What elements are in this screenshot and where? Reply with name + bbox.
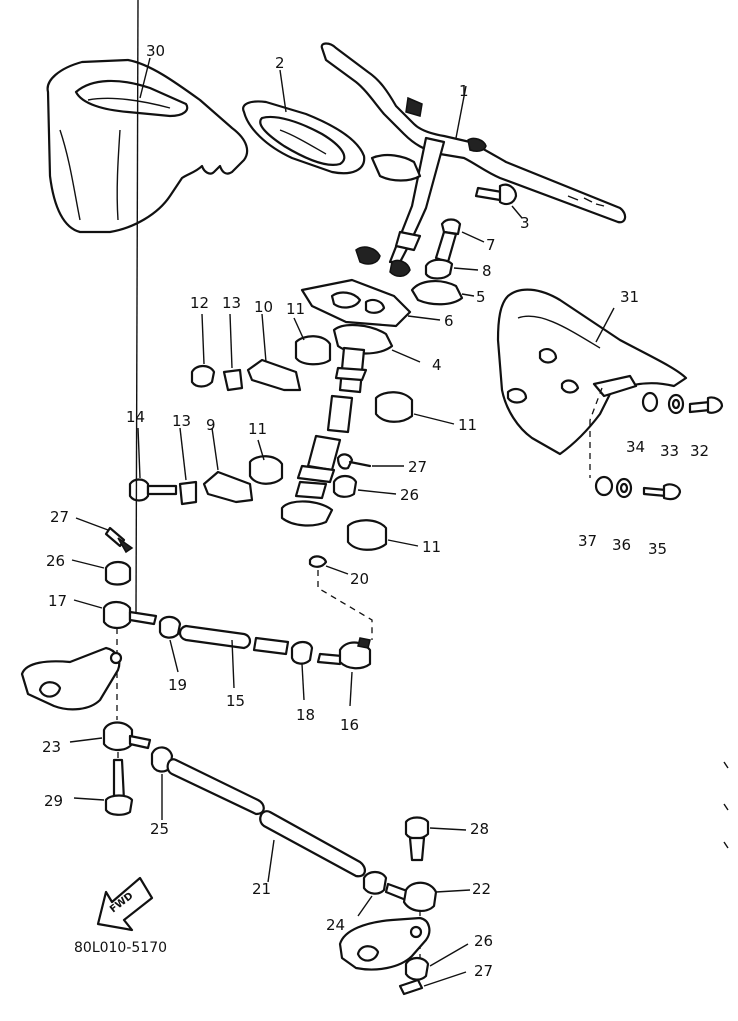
part-1-handlebar xyxy=(320,42,627,277)
part-33-washer xyxy=(667,393,685,415)
callout-26a: 26 xyxy=(400,486,419,504)
callout-22: 22 xyxy=(472,880,491,898)
dash-line-31 xyxy=(589,387,603,421)
callout-10: 10 xyxy=(254,298,273,316)
part-19-nut xyxy=(158,615,182,673)
part-29-bolt xyxy=(73,758,134,816)
callout-24: 24 xyxy=(326,916,345,934)
callout-29: 29 xyxy=(44,792,63,810)
part-26-nut-left xyxy=(71,559,132,586)
part-28-bolt xyxy=(404,816,467,862)
part-10-clip xyxy=(246,313,302,392)
callout-26c: 26 xyxy=(474,932,493,950)
part-20-grommet xyxy=(308,555,349,575)
callout-23: 23 xyxy=(42,738,61,756)
part-26-nut-middle xyxy=(332,474,397,498)
callout-15: 15 xyxy=(226,692,245,710)
part-9-clip xyxy=(202,427,254,504)
part-26-nut-lower xyxy=(404,943,469,981)
callout-20: 20 xyxy=(350,570,369,588)
callout-1: 1 xyxy=(459,82,469,100)
part-30-handle-cover xyxy=(46,57,249,234)
part-4-steering-shaft xyxy=(326,324,421,434)
drawing-code: 80L010-5170 xyxy=(74,940,167,956)
callout-11b: 11 xyxy=(458,416,477,434)
fwd-arrow-icon: FWD xyxy=(96,876,154,932)
callout-16: 16 xyxy=(340,716,359,734)
callout-2: 2 xyxy=(275,54,285,72)
part-11-bushing-a xyxy=(293,317,332,366)
part-25-nut xyxy=(150,746,174,820)
dash-line-20 xyxy=(317,570,373,640)
callout-13a: 13 xyxy=(222,294,241,312)
callout-36: 36 xyxy=(612,536,631,554)
part-3-bolt xyxy=(474,183,523,219)
part-12-nut xyxy=(190,313,216,388)
callout-7: 7 xyxy=(486,236,496,254)
callout-32: 32 xyxy=(690,442,709,460)
callout-12: 12 xyxy=(190,294,209,312)
part-32-bolt xyxy=(688,396,724,414)
part-2-grip-plate xyxy=(242,69,366,175)
link-arm-lower xyxy=(338,916,431,971)
callout-30: 30 xyxy=(146,42,165,60)
link-arm-upper xyxy=(20,646,123,711)
callout-27b: 27 xyxy=(50,508,69,526)
lower-steering-shaft xyxy=(280,434,342,527)
edge-marks xyxy=(723,761,729,849)
part-13-washer-upper xyxy=(222,313,244,392)
part-11-bushing-d xyxy=(346,519,419,551)
callout-11c: 11 xyxy=(248,420,267,438)
part-34-washer xyxy=(641,391,659,413)
callout-18: 18 xyxy=(296,706,315,724)
callout-6: 6 xyxy=(444,312,454,330)
part-6-steering-bracket xyxy=(300,278,441,328)
callout-13b: 13 xyxy=(172,412,191,430)
callout-27c: 27 xyxy=(474,962,493,980)
callout-17: 17 xyxy=(48,592,67,610)
callout-11d: 11 xyxy=(422,538,441,556)
part-27-bolt-left xyxy=(75,517,134,554)
part-35-bolt xyxy=(642,483,682,501)
part-15-rod-sleeve xyxy=(178,624,252,689)
part-18-nut xyxy=(290,640,314,701)
part-11-bushing-c xyxy=(248,439,284,485)
callout-37: 37 xyxy=(578,532,597,550)
callout-21: 21 xyxy=(252,880,271,898)
callout-31: 31 xyxy=(620,288,639,306)
callout-34: 34 xyxy=(626,438,645,456)
callout-5: 5 xyxy=(476,288,486,306)
part-37-collar xyxy=(594,475,614,497)
callout-3: 3 xyxy=(520,214,530,232)
part-36-washer xyxy=(615,477,633,499)
part-27-bolt-lower xyxy=(398,971,467,996)
part-21-tie-rod xyxy=(166,758,366,883)
callout-26b: 26 xyxy=(46,552,65,570)
callout-9: 9 xyxy=(206,416,216,434)
callout-27a: 27 xyxy=(408,458,427,476)
callout-14: 14 xyxy=(126,408,145,426)
part-14-bolt xyxy=(128,427,178,502)
callout-4: 4 xyxy=(432,356,442,374)
callout-25: 25 xyxy=(150,820,169,838)
part-16-ball-joint xyxy=(316,637,372,707)
callout-28: 28 xyxy=(470,820,489,838)
part-31-side-cover xyxy=(496,288,688,456)
part-8-nut xyxy=(424,258,479,280)
part-5-clamp xyxy=(410,280,475,306)
callout-19: 19 xyxy=(168,676,187,694)
rod-segment xyxy=(252,636,290,656)
callout-35: 35 xyxy=(648,540,667,558)
part-23-ball-joint xyxy=(69,721,152,780)
part-11-bushing-b xyxy=(374,391,455,425)
part-24-nut xyxy=(357,870,388,917)
callout-8: 8 xyxy=(482,262,492,280)
part-7-bolt xyxy=(434,218,485,264)
callout-11a: 11 xyxy=(286,300,305,318)
part-27-bolt-upper xyxy=(336,453,404,470)
part-13-washer-lower xyxy=(178,427,198,506)
callout-33: 33 xyxy=(660,442,679,460)
part-17-ball-joint xyxy=(73,0,158,720)
